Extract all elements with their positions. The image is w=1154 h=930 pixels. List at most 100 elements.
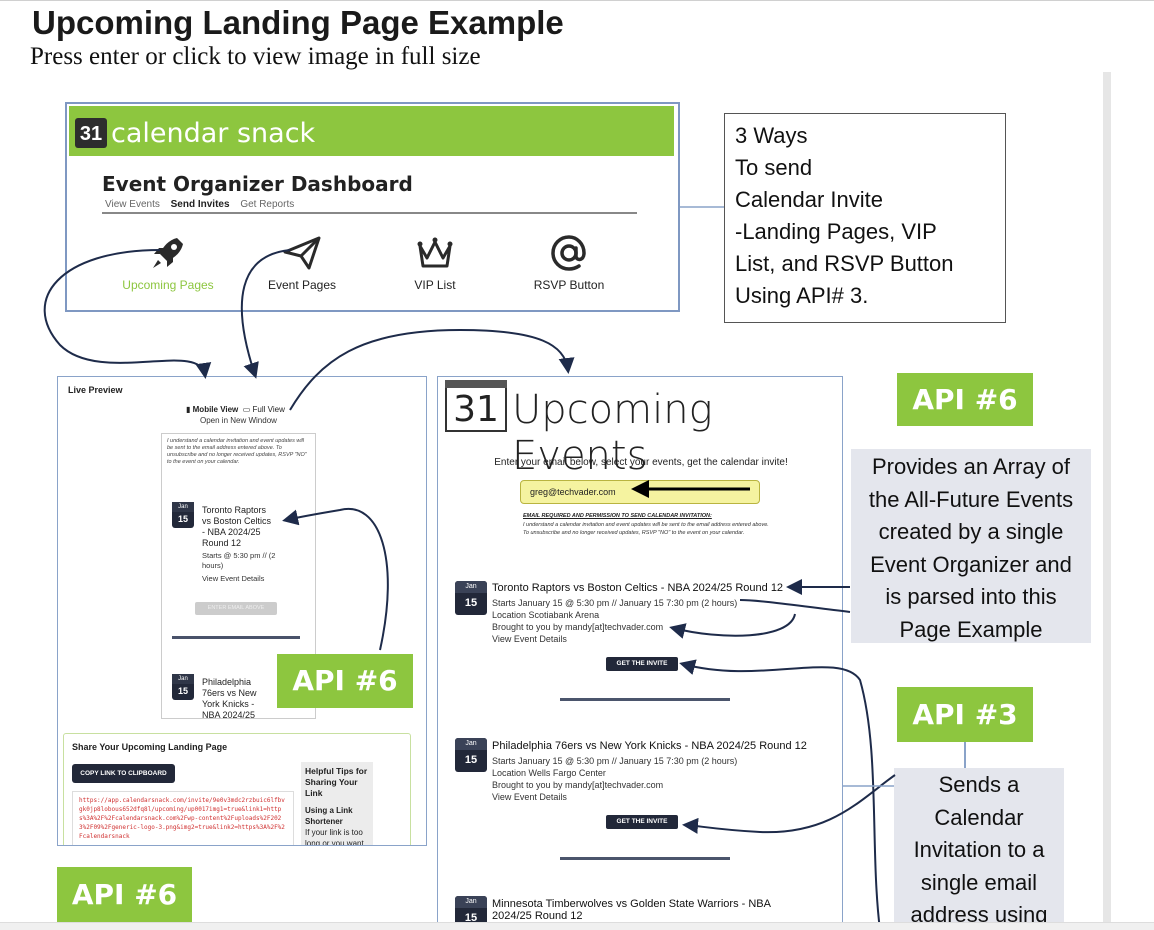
desc-line: Provides an Array of: [871, 454, 1071, 479]
event-organizer: Brought to you by mandy[at]techvader.com: [492, 780, 664, 790]
desc-line: created by a single: [878, 519, 1064, 544]
monitor-icon: ▭: [242, 405, 251, 414]
event-divider: [560, 857, 730, 860]
image-hint[interactable]: Press enter or click to view image in fu…: [30, 43, 481, 70]
rsvp-button-label: RSVP Button: [533, 278, 605, 292]
date-day: 15: [177, 686, 188, 696]
time-line: hours): [202, 561, 224, 570]
ways-line: -Landing Pages, VIP: [735, 219, 937, 244]
bottom-edge: [0, 922, 1154, 930]
event-divider: [560, 698, 730, 701]
enter-email-button[interactable]: ENTER EMAIL ABOVE: [195, 602, 277, 615]
nav-view-events[interactable]: View Events: [105, 199, 160, 210]
view-event-details-link[interactable]: View Event Details: [202, 574, 265, 583]
nav-underline: [102, 212, 637, 214]
api3-description: Sends a Calendar Invitation to a single …: [894, 768, 1064, 923]
ways-callout: 3 Ways To send Calendar Invite -Landing …: [724, 113, 1006, 323]
date-month: Jan: [455, 738, 487, 750]
email-permission-title: EMAIL REQUIRED AND PERMISSION TO SEND CA…: [523, 513, 712, 519]
event-pages-button[interactable]: Event Pages: [247, 232, 357, 292]
nav-send-invites[interactable]: Send Invites: [170, 199, 230, 210]
event-title[interactable]: Philadelphia 76ers vs New York Knicks - …: [492, 740, 807, 752]
date-day: 15: [464, 754, 478, 766]
mobile-preview-frame: I understand a calendar invitation and e…: [161, 433, 316, 721]
calendar-icon: 31: [75, 118, 107, 148]
view-toggle: ▮ Mobile View ▭ Full View: [186, 405, 285, 414]
title-line: Minnesota Timberwolves vs Golden State W…: [492, 898, 771, 910]
date-month: Jan: [172, 502, 194, 512]
live-preview-panel: Live Preview ▮ Mobile View ▭ Full View O…: [57, 376, 427, 846]
event-date-badge: Jan 15: [172, 674, 194, 700]
upcoming-pages-label: Upcoming Pages: [122, 278, 214, 292]
page-title: Upcoming Landing Page Example: [32, 4, 564, 41]
date-day: 15: [464, 912, 478, 924]
desc-line: is parsed into this: [885, 584, 1057, 609]
preview-event-time: Starts @ 5:30 pm // (2 hours): [202, 551, 275, 571]
nav-get-reports[interactable]: Get Reports: [240, 199, 295, 210]
preview-disclaimer: I understand a calendar invitation and e…: [167, 438, 307, 465]
ways-line: Calendar Invite: [735, 187, 883, 212]
logo-binding: [445, 380, 507, 388]
tips-title: Helpful Tips for Sharing Your Link: [305, 766, 368, 798]
preview-event-title[interactable]: Philadelphia 76ers vs New York Knicks - …: [202, 677, 257, 721]
event-meta: Starts January 15 @ 5:30 pm // January 1…: [492, 755, 737, 803]
event-divider: [172, 636, 300, 639]
scrollbar[interactable]: [1103, 72, 1111, 924]
api6-description: Provides an Array of the All-Future Even…: [851, 449, 1091, 643]
desc-line: address using: [910, 902, 1048, 923]
event-title[interactable]: Toronto Raptors vs Boston Celtics - NBA …: [492, 582, 784, 594]
desc-line: Event Organizer and: [870, 551, 1072, 577]
desc-line: Page Example: [899, 616, 1043, 642]
tips-body: If your link is too long or you want to …: [305, 828, 364, 846]
event-date-badge: Jan 15: [455, 896, 487, 924]
upcoming-events-title: Upcoming Events: [512, 387, 713, 479]
event-location: Location Scotiabank Arena: [492, 610, 600, 620]
at-icon: [551, 235, 586, 271]
view-event-details-link[interactable]: View Event Details: [492, 792, 567, 802]
title-line: Toronto Raptors: [202, 505, 267, 515]
copy-link-button[interactable]: COPY LINK TO CLIPBOARD: [72, 764, 175, 783]
event-time: Starts January 15 @ 5:30 pm // January 1…: [492, 756, 738, 766]
get-invite-button[interactable]: GET THE INVITE: [606, 657, 678, 671]
event-date-badge: Jan 15: [455, 581, 487, 615]
mobile-view-toggle[interactable]: Mobile View: [192, 405, 239, 414]
title-line: 2024/25 Round 12: [492, 910, 583, 922]
api6-label-preview: API #6: [277, 654, 413, 708]
date-month: Jan: [455, 896, 487, 908]
title-line: vs Boston Celtics: [202, 516, 272, 526]
preview-event-title[interactable]: Toronto Raptors vs Boston Celtics - NBA …: [202, 505, 271, 549]
view-event-details-link[interactable]: View Event Details: [492, 634, 567, 644]
crown-icon: [417, 237, 453, 268]
dashboard-title: Event Organizer Dashboard: [102, 172, 413, 196]
dashboard-header: 31 calendar snack: [69, 106, 674, 156]
share-url-field[interactable]: https://app.calendarsnack.com/invite/9e0…: [72, 791, 294, 845]
vip-list-button[interactable]: VIP List: [380, 232, 490, 292]
live-preview-label: Live Preview: [68, 385, 123, 395]
ways-line: List, and RSVP Button: [735, 251, 954, 276]
date-month: Jan: [455, 581, 487, 593]
calendar-logo-icon: 31: [445, 388, 507, 432]
dashboard-panel: 31 calendar snack Event Organizer Dashbo…: [65, 102, 680, 312]
ways-line: 3 Ways: [735, 123, 808, 148]
desc-line: Invitation to a: [913, 837, 1045, 862]
connector-line: [964, 742, 966, 768]
event-organizer: Brought to you by mandy[at]techvader.com: [492, 622, 664, 632]
event-pages-label: Event Pages: [267, 278, 337, 292]
event-location: Location Wells Fargo Center: [492, 768, 606, 778]
desc-line: the All-Future Events: [868, 486, 1074, 512]
vip-list-label: VIP List: [414, 278, 456, 292]
rsvp-button[interactable]: RSVP Button: [514, 232, 624, 292]
share-title: Share Your Upcoming Landing Page: [72, 742, 228, 752]
upcoming-events-page: 31 Upcoming Events Enter your email belo…: [437, 376, 843, 924]
event-meta: Starts January 15 @ 5:30 pm // January 1…: [492, 597, 737, 645]
event-title[interactable]: Minnesota Timberwolves vs Golden State W…: [492, 898, 771, 922]
get-invite-button[interactable]: GET THE INVITE: [606, 815, 678, 829]
open-new-window-link[interactable]: Open in New Window: [200, 416, 277, 425]
desc-line: Calendar: [934, 804, 1024, 830]
mobile-icon: ▮: [186, 405, 191, 414]
desc-line: Sends a: [938, 772, 1020, 797]
full-view-toggle[interactable]: Full View: [252, 405, 285, 414]
date-month: Jan: [172, 674, 194, 684]
event-date-badge: Jan 15: [172, 502, 194, 528]
